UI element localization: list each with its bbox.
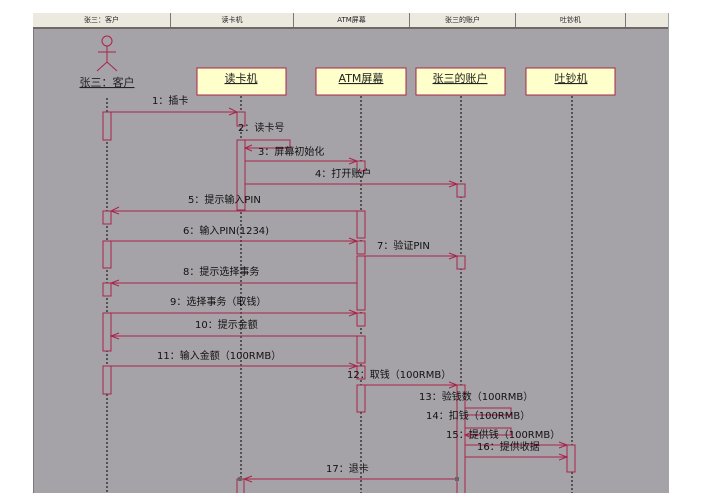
- activation-atm: [356, 160, 366, 172]
- activation-customer: [102, 210, 112, 225]
- message-label-11: 11：输入金额（100RMB）: [157, 349, 281, 362]
- activation-customer: [102, 365, 112, 395]
- message-label-8: 8：提示选择事务: [183, 265, 259, 278]
- object-label-reader: 读卡机: [225, 71, 258, 85]
- message-label-15: 15：提供钱（100RMB）: [446, 428, 560, 441]
- selection-handle[interactable]: [238, 477, 242, 481]
- activation-reader: [236, 111, 246, 127]
- activation-account: [456, 384, 466, 493]
- message-label-13: 13：验钱数（100RMB）: [419, 390, 533, 403]
- message-label-14: 14：扣钱（100RMB）: [426, 409, 530, 422]
- activation-account: [456, 255, 466, 270]
- message-label-16: 16：提供收据: [477, 440, 540, 453]
- message-label-2: 2：读卡号: [238, 121, 284, 134]
- object-box-reader[interactable]: 读卡机: [196, 67, 287, 96]
- activation-customer: [102, 312, 112, 352]
- header-cell-atm[interactable]: ATM屏幕: [294, 13, 410, 27]
- message-arrow-15-self[interactable]: [465, 427, 512, 436]
- activation-atm: [356, 335, 366, 364]
- message-label-12: 12：取钱（100RMB）: [347, 368, 451, 381]
- activation-atm: [356, 210, 366, 239]
- activation-atm: [356, 365, 366, 380]
- activation-atm: [356, 312, 366, 327]
- header-cell-dispenser[interactable]: 吐钞机: [516, 13, 626, 27]
- object-box-account[interactable]: 张三的账户: [415, 67, 506, 96]
- message-label-10: 10：提示金额: [195, 318, 258, 331]
- header-cell-customer[interactable]: 张三：客户: [33, 13, 171, 27]
- object-label-dispenser: 吐钞机: [555, 71, 588, 85]
- object-label-atm: ATM屏幕: [339, 71, 384, 85]
- message-label-3: 3：屏幕初始化: [258, 145, 324, 158]
- activation-customer: [102, 111, 112, 141]
- activation-reader: [236, 139, 246, 211]
- actor-icon[interactable]: [96, 35, 118, 72]
- activation-atm: [356, 384, 366, 413]
- message-label-5: 5：提示输入PIN: [188, 193, 261, 206]
- actor-label: 张三：客户: [80, 75, 135, 89]
- activation-customer: [102, 240, 112, 269]
- object-box-atm[interactable]: ATM屏幕: [315, 67, 407, 96]
- message-label-17: 17：退卡: [326, 462, 369, 475]
- selection-handle[interactable]: [455, 477, 459, 481]
- participant-header-bar: 张三：客户 读卡机 ATM屏幕 张三的账户 吐钞机: [33, 13, 668, 29]
- header-cell-account[interactable]: 张三的账户: [410, 13, 516, 27]
- message-arrow-14[interactable]: [465, 407, 512, 416]
- activation-atm: [356, 255, 366, 311]
- object-box-dispenser[interactable]: 吐钞机: [525, 67, 616, 96]
- message-label-1: 1：插卡: [152, 94, 188, 107]
- activation-customer: [102, 282, 112, 297]
- object-label-account: 张三的账户: [433, 71, 488, 85]
- message-label-7: 7：验证PIN: [377, 239, 430, 252]
- activation-dispenser: [566, 444, 576, 473]
- activation-account: [456, 183, 466, 198]
- message-label-6: 6：输入PIN(1234): [183, 224, 269, 237]
- header-cell-reader[interactable]: 读卡机: [171, 13, 294, 27]
- message-arrow-3[interactable]: [245, 139, 291, 149]
- message-label-4: 4：打开账户: [315, 167, 371, 180]
- activation-atm: [356, 240, 366, 255]
- canvas-bottom-edge: [33, 493, 668, 503]
- message-label-9: 9：选择事务（取钱）: [170, 295, 266, 308]
